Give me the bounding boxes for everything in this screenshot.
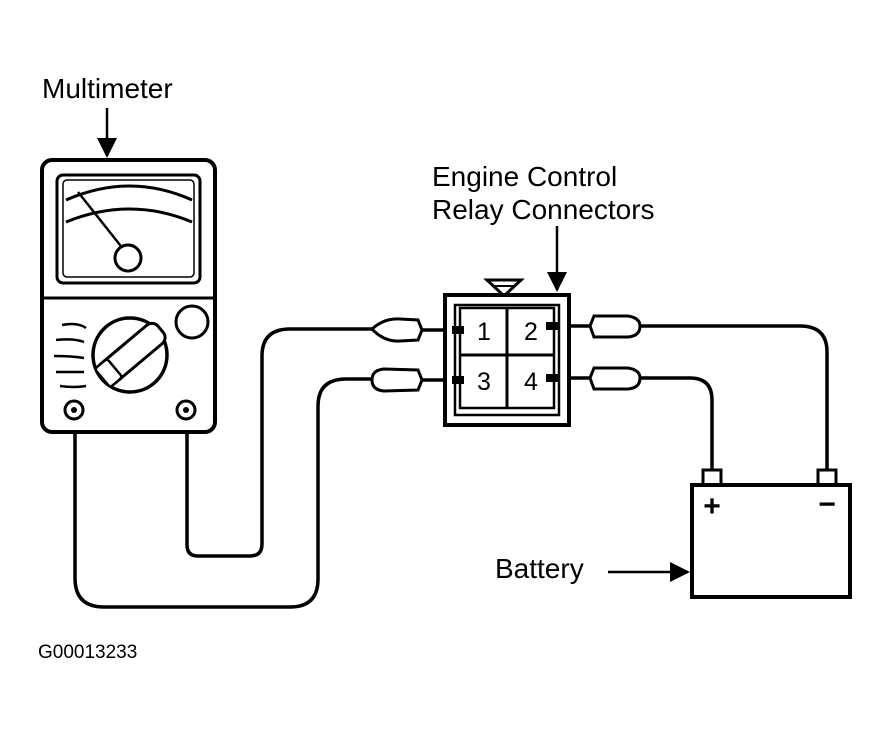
battery-positive-post: [701, 468, 723, 487]
wire-pin2-to-battery-negative: [546, 324, 829, 474]
pin-label-4: 4: [524, 368, 538, 396]
multimeter-icon: [40, 158, 217, 434]
pin3-terminal: [452, 376, 464, 384]
needle-pivot: [113, 243, 143, 273]
battery-icon: [690, 468, 852, 599]
wire-meter-right-to-pin1: [185, 327, 376, 558]
figure-code: G00013233: [38, 642, 137, 663]
battery-negative-sign: −: [818, 488, 836, 521]
clip-pin2: [588, 314, 642, 339]
meter-needle: [77, 191, 125, 251]
wire-pin4-to-battery-positive: [546, 376, 714, 474]
clip-pin1: [369, 317, 424, 343]
battery-negative-post: [816, 468, 838, 487]
relay-connector-icon: [443, 278, 571, 427]
pin-label-2: 2: [524, 318, 538, 346]
pin1-terminal: [452, 326, 464, 334]
zero-adjust-knob: [174, 304, 210, 340]
clip-pin3: [370, 367, 424, 393]
relay-label-line2: Relay Connectors: [432, 194, 655, 225]
pin2-terminal: [546, 322, 558, 330]
pin4-terminal: [546, 374, 558, 382]
battery-positive-sign: +: [703, 490, 721, 523]
multimeter-label: Multimeter: [42, 73, 173, 104]
probe-clips: [369, 314, 642, 393]
relay-label-line1: Engine Control: [432, 161, 617, 192]
connector-latch: [483, 278, 525, 299]
arrows: [97, 108, 690, 582]
pin-label-1: 1: [477, 318, 491, 346]
battery-label: Battery: [495, 553, 584, 584]
clip-pin4: [588, 366, 642, 391]
multimeter-display: [55, 173, 202, 285]
range-marks: [53, 322, 87, 389]
selector-knob: [94, 321, 167, 388]
pin-label-3: 3: [477, 368, 491, 396]
wire-meter-left-to-pin3: [73, 377, 380, 609]
battery-case: [690, 483, 852, 599]
